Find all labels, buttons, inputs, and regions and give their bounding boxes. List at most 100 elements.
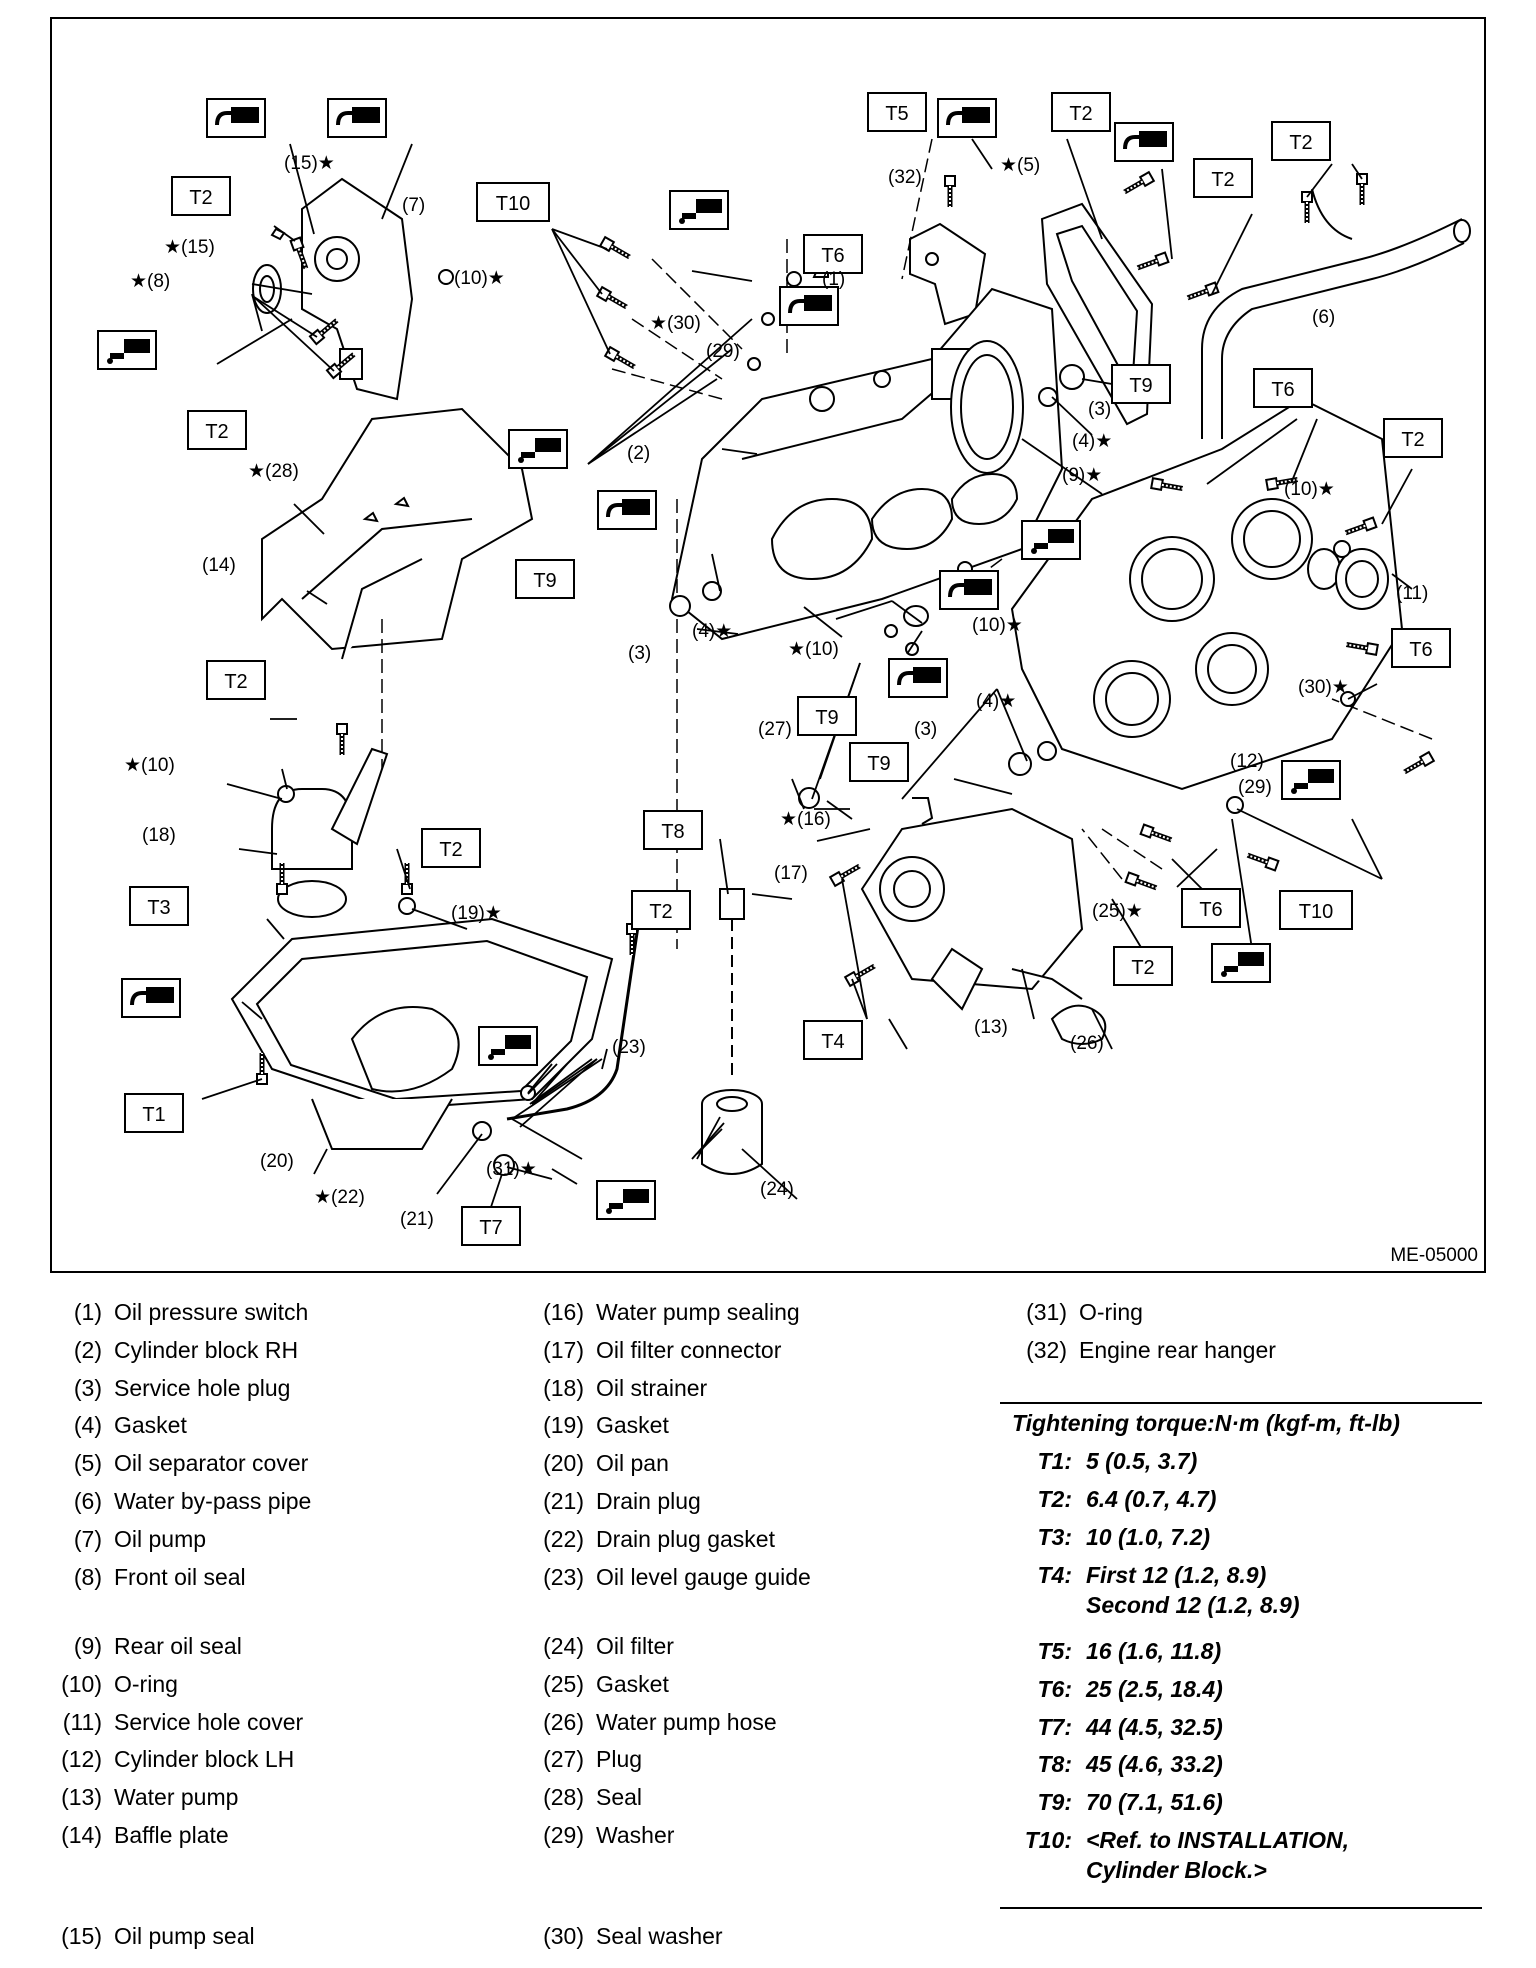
callout-c16: ★(16) (780, 809, 831, 830)
water-bypass-pipe-drawing (1201, 188, 1471, 439)
torque-value: 16 (1.6, 11.8) (1086, 1638, 1222, 1664)
callout-c29: (29) (1238, 777, 1272, 798)
legend-number: (16) (543, 1299, 584, 1325)
callout-c21: (21) (400, 1209, 434, 1230)
legend-number: (4) (73, 1412, 102, 1438)
legend-part-name: Front oil seal (114, 1564, 246, 1590)
svg-text:T2: T2 (649, 901, 672, 923)
legend-number: (6) (73, 1488, 102, 1514)
torque-tag-t2: T2 (421, 828, 481, 868)
callout-c10: ★(10) (788, 639, 839, 660)
legend-part-name: Oil pump seal (114, 1923, 255, 1949)
svg-text:T9: T9 (815, 707, 838, 729)
torque-top-rule (1000, 1402, 1482, 1404)
callout-c2: (2) (627, 443, 650, 464)
svg-text:T2: T2 (1069, 103, 1092, 125)
torque-tag-t9: T9 (515, 559, 575, 599)
legend-part-name: Oil filter (596, 1633, 674, 1659)
torque-spec: T3:10 (1.0, 7.2) (1012, 1522, 1472, 1552)
rear-oil-seal-drawing (950, 340, 1024, 474)
svg-text:T6: T6 (821, 245, 844, 267)
legend-part-name: Seal washer (596, 1923, 723, 1949)
legend-part-name: Oil pan (596, 1450, 669, 1476)
legend-part-name: Cylinder block LH (114, 1746, 295, 1772)
torque-spec: T10:<Ref. to INSTALLATION,Cylinder Block… (1012, 1825, 1472, 1885)
figure-id: ME-05000 (1390, 1245, 1478, 1266)
callout-c5: ★(5) (1000, 155, 1040, 176)
legend-number: (14) (61, 1822, 102, 1848)
oil-filter-connector-drawing (719, 888, 745, 1079)
callout-c27: (27) (758, 719, 792, 740)
torque-spec: T1:5 (0.5, 3.7) (1012, 1446, 1472, 1476)
torque-tag-t1: T1 (124, 1093, 184, 1133)
torque-value: 70 (7.1, 51.6) (1086, 1789, 1223, 1815)
svg-text:T3: T3 (147, 897, 170, 919)
torque-spec: T9:70 (7.1, 51.6) (1012, 1787, 1472, 1817)
callout-c3: (3) (914, 719, 937, 740)
callout-c25: (25)★ (1092, 901, 1143, 922)
torque-tag-t8: T8 (643, 810, 703, 850)
callout-c18: (18) (142, 825, 176, 846)
legend-part-name: Engine rear hanger (1079, 1337, 1276, 1363)
legend-number: (21) (543, 1488, 584, 1514)
legend-number: (19) (543, 1412, 584, 1438)
legend-number: (8) (73, 1564, 102, 1590)
torque-code: T7: (1037, 1714, 1073, 1740)
torque-code: T6: (1037, 1676, 1073, 1702)
callout-c6: (6) (1312, 307, 1335, 328)
legend-part-name: Gasket (596, 1671, 669, 1697)
legend-part-name: Oil separator cover (114, 1450, 309, 1476)
torque-tag-t10: T10 (476, 182, 550, 222)
svg-text:T10: T10 (1299, 901, 1333, 923)
callout-c30: ★(30) (650, 313, 701, 334)
callout-c10: (10)★ (454, 268, 505, 289)
legend-number: (30) (543, 1923, 584, 1949)
callout-c9: (9)★ (1062, 465, 1102, 486)
torque-tag-t2: T2 (1113, 946, 1173, 986)
legend-number: (17) (543, 1337, 584, 1363)
legend-part-name: Seal (596, 1784, 643, 1810)
svg-text:T2: T2 (439, 839, 462, 861)
torque-spec: T4:First 12 (1.2, 8.9)Second 12 (1.2, 8.… (1012, 1560, 1472, 1620)
legend-number: (10) (61, 1671, 102, 1697)
torque-tag-t10: T10 (1279, 890, 1353, 930)
legend-number: (3) (73, 1375, 102, 1401)
torque-tag-t2: T2 (187, 410, 247, 450)
legend-part-name: Washer (596, 1822, 675, 1848)
callout-c13: (13) (974, 1017, 1008, 1038)
callout-c10: ★(10) (124, 755, 175, 776)
legend-part-name: Water pump hose (596, 1709, 777, 1735)
torque-tag-t3: T3 (129, 886, 189, 926)
oil-strainer-drawing (271, 747, 389, 918)
torque-code: T5: (1037, 1638, 1073, 1664)
torque-tag-t2: T2 (1051, 92, 1111, 132)
svg-text:T2: T2 (205, 421, 228, 443)
callout-c28: ★(28) (248, 461, 299, 482)
svg-text:T2: T2 (1401, 429, 1424, 451)
baffle-plate-drawing (261, 407, 534, 660)
torque-code: T8: (1037, 1751, 1073, 1777)
svg-text:T6: T6 (1409, 639, 1432, 661)
legend-part-name: Drain plug (596, 1488, 701, 1514)
torque-tag-t9: T9 (797, 696, 857, 736)
torque-value: <Ref. to INSTALLATION, (1086, 1827, 1349, 1853)
legend-part-name: Oil strainer (596, 1375, 708, 1401)
torque-spec: T6:25 (2.5, 18.4) (1012, 1674, 1472, 1704)
callout-c31: (31)★ (486, 1159, 537, 1180)
torque-tag-t6: T6 (803, 234, 863, 274)
callout-c4: (4)★ (1072, 431, 1112, 452)
legend-part-name: Oil pressure switch (114, 1299, 309, 1325)
callout-c7: (7) (402, 195, 425, 216)
svg-text:T8: T8 (661, 821, 684, 843)
torque-value: 5 (0.5, 3.7) (1086, 1448, 1198, 1474)
oil-pump-drawing (252, 177, 454, 401)
legend-part-name: Baffle plate (114, 1822, 229, 1848)
legend-part-name: Oil level gauge guide (596, 1564, 811, 1590)
torque-code: T4: (1037, 1562, 1073, 1588)
svg-text:T9: T9 (1129, 375, 1152, 397)
callout-c8: ★(8) (130, 271, 170, 292)
legend-number: (7) (73, 1526, 102, 1552)
torque-value-line2: Cylinder Block.> (1086, 1857, 1267, 1883)
torque-value: 45 (4.6, 33.2) (1086, 1751, 1223, 1777)
torque-tag-t2: T2 (1193, 158, 1253, 198)
